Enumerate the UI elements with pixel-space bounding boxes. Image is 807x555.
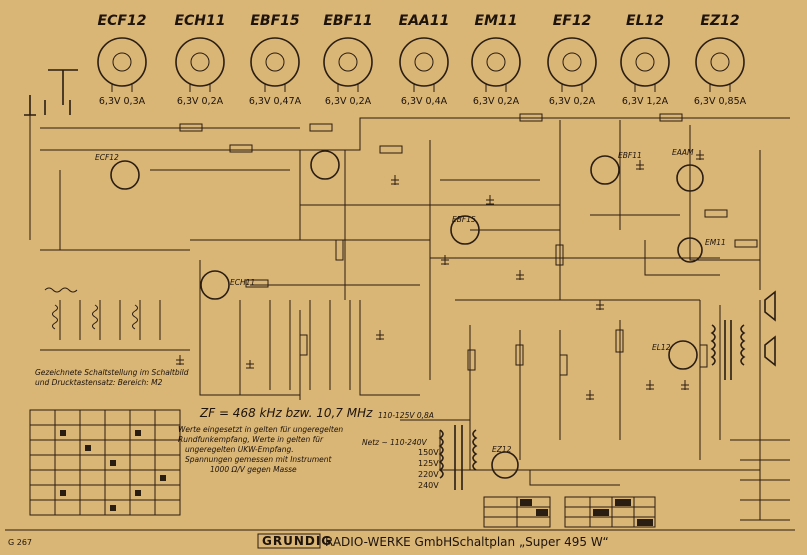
circuit-tubes	[110, 150, 704, 479]
tube-envelope	[175, 37, 225, 87]
tube-envelope	[620, 37, 670, 87]
schematic-title: Schaltplan „Super 495 W“	[452, 535, 609, 549]
werte-line-5: 1000 Ω/V gegen Masse	[210, 465, 297, 474]
tube-electrode	[190, 52, 210, 72]
heater-pins	[189, 84, 211, 92]
brand-frame	[257, 533, 321, 549]
tube-heater-spec: 6,3V 0,3A	[99, 96, 146, 107]
tube-heater-spec: 6,3V 0,47A	[249, 96, 302, 107]
switch-note-2: und Drucktastensatz: Bereich: M2	[35, 378, 163, 387]
switch-grid-b	[564, 496, 656, 528]
tube-envelope	[695, 37, 745, 87]
heater-pins	[413, 84, 435, 92]
tube-heater-spec: 6,3V 0,85A	[694, 96, 747, 107]
tube-name: EBF11	[323, 13, 372, 29]
tube-heater-spec: 6,3V 1,2A	[622, 96, 669, 107]
tube-envelope	[250, 37, 300, 87]
heater-pins	[264, 84, 286, 92]
tube-name: EBF15	[250, 13, 300, 29]
tube-envelope	[97, 37, 147, 87]
heater-tube-ef12: EF12 6,3V 0,2A	[547, 13, 597, 107]
tube-name: EAA11	[399, 13, 450, 29]
tube-name: EZ12	[700, 13, 739, 29]
components	[176, 113, 758, 400]
tube-heater-spec: 6,3V 0,2A	[549, 96, 596, 107]
output-transformer	[710, 290, 776, 380]
circuit-label-em11: EM11	[705, 238, 726, 247]
netz-note: Netz ~ 110-240V	[362, 438, 427, 447]
mains-220-label: 220V	[418, 470, 439, 479]
heater-pins	[709, 84, 731, 92]
tube-electrode	[265, 52, 285, 72]
heater-tube-eaa11: EAA11 6,3V 0,4A	[399, 13, 450, 107]
heater-tube-ebf15: EBF15 6,3V 0,47A	[249, 13, 302, 107]
werte-line-3: ungeregelten UKW-Empfang.	[185, 445, 294, 454]
antenna-symbol	[24, 69, 78, 116]
tube-name: ECF12	[98, 13, 147, 29]
tube-heater-spec: 6,3V 0,2A	[177, 96, 224, 107]
switch-note-1: Gezeichnete Schaltstellung im Schaltbild	[35, 368, 189, 377]
circuit-label-ech11: ECH11	[230, 278, 255, 287]
tube-electrode	[635, 52, 655, 72]
tube-heater-row: ECF12 6,3V 0,3A ECH11 6,3V 0,2A EBF15 6,3V 0,…	[97, 13, 747, 107]
heater-tube-ech11: ECH11 6,3V 0,2A	[174, 13, 225, 107]
heater-tube-ebf11: EBF11 6,3V 0,2A	[323, 13, 373, 107]
heater-tube-em11: EM11 6,3V 0,2A	[471, 13, 521, 107]
werte-line-2: Rundfunkempfang, Werte in gelten für	[178, 435, 324, 444]
circuit-label-ez12: EZ12	[492, 445, 512, 454]
heater-tube-ecf12: ECF12 6,3V 0,3A	[97, 13, 147, 107]
tube-envelope	[471, 37, 521, 87]
tube-electrode	[414, 52, 434, 72]
heater-pins	[111, 84, 133, 92]
tube-envelope	[547, 37, 597, 87]
tube-heater-spec: 6,3V 0,4A	[401, 96, 448, 107]
tube-electrode	[338, 52, 358, 72]
mains-240-label: 240V	[418, 481, 439, 490]
werte-line-4: Spannungen gemessen mit Instrument	[185, 455, 333, 464]
tube-envelope	[399, 37, 449, 87]
tube-electrode	[710, 52, 730, 72]
tube-heater-spec: 6,3V 0,2A	[473, 96, 520, 107]
heater-pins	[561, 84, 583, 92]
coil-bank	[44, 287, 351, 390]
tube-electrode	[112, 52, 132, 72]
switch-grid-a	[483, 496, 551, 528]
heater-tube-ez12: EZ12 6,3V 0,85A	[694, 13, 747, 107]
tube-electrode	[486, 52, 506, 72]
circuit-label-ebf11: EBF11	[618, 151, 642, 160]
tube-name: ECH11	[174, 13, 225, 29]
brand-logo: GRUNDIG	[262, 534, 332, 548]
tube-heater-spec: 6,3V 0,2A	[325, 96, 372, 107]
mains-transformer	[438, 425, 478, 490]
tube-name: EF12	[553, 13, 592, 29]
sheet-code: G 267	[8, 538, 32, 547]
heater-tube-el12: EL12 6,3V 1,2A	[620, 13, 670, 107]
tube-name: EM11	[475, 13, 518, 29]
switch-grid-marks	[520, 499, 653, 526]
circuit-label-ecf12: ECF12	[95, 153, 119, 162]
company-name: RADIO-WERKE GmbH.	[325, 535, 456, 549]
wiring	[29, 115, 790, 521]
circuit-label-eaam: EAAM	[672, 148, 694, 157]
tube-envelope	[323, 37, 373, 87]
zf-note: ZF = 468 kHz bzw. 10,7 MHz	[199, 406, 373, 420]
voltage-range-note: 110-125V 0,8A	[378, 411, 434, 420]
heater-pins	[634, 84, 656, 92]
mains-125-label: 125V	[418, 459, 439, 468]
pushbutton-table-marks	[60, 430, 166, 511]
mains-150-label: 150V	[418, 448, 439, 457]
werte-line-1: Werte eingesetzt in gelten für ungeregel…	[178, 425, 343, 434]
circuit-label-el12: EL12	[652, 343, 671, 352]
tube-electrode	[562, 52, 582, 72]
heater-pins	[337, 84, 359, 92]
pushbutton-table	[29, 409, 181, 516]
circuit-label-ebf15: EBF15	[452, 215, 476, 224]
heater-pins	[485, 84, 507, 92]
tube-name: EL12	[626, 13, 664, 29]
